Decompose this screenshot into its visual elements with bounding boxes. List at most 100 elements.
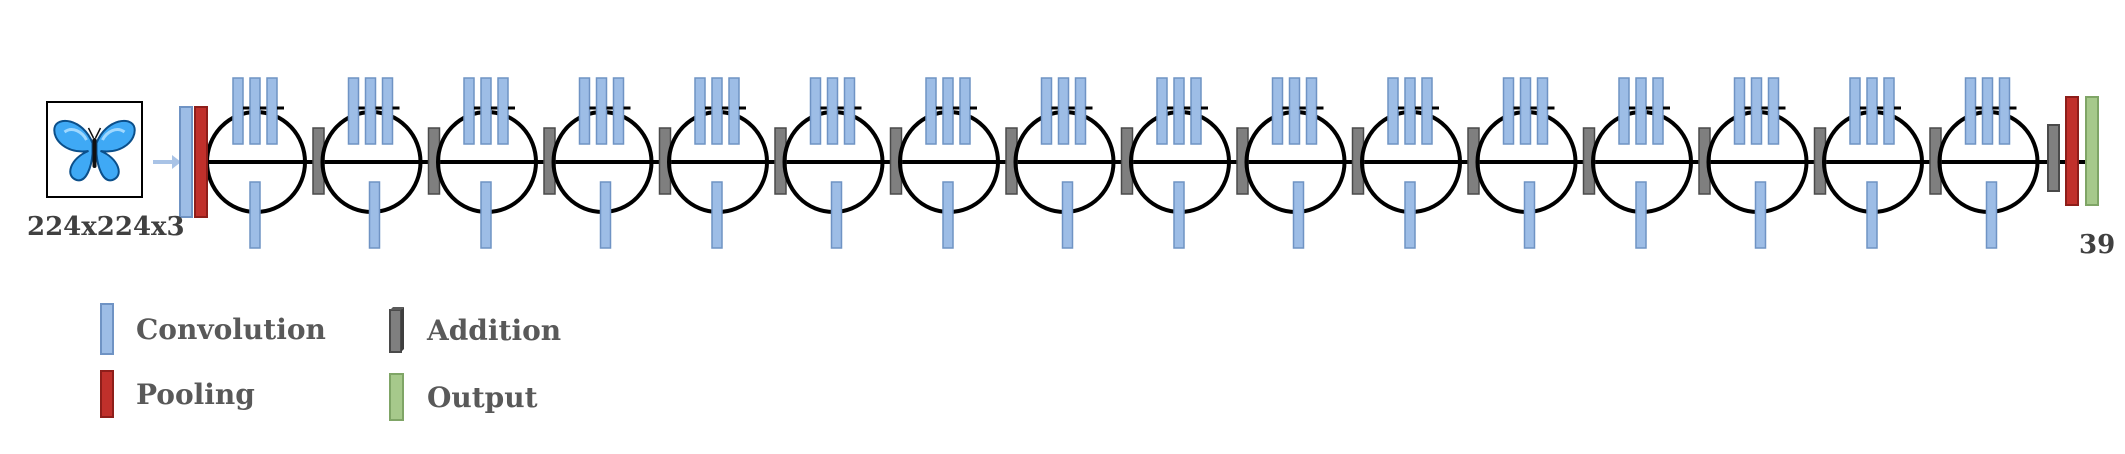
- residual-block: [1129, 77, 1249, 249]
- final-pooling: [2065, 96, 2079, 206]
- top-convolution: [1173, 77, 1185, 145]
- top-convolution: [1421, 77, 1433, 145]
- shortcut-convolution: [711, 181, 723, 249]
- shortcut-convolution: [249, 181, 261, 249]
- input-arrow: [153, 155, 181, 169]
- shortcut-convolution: [1754, 181, 1767, 249]
- top-convolution: [1519, 77, 1532, 145]
- top-convolution: [1618, 77, 1630, 145]
- top-convolution: [232, 77, 244, 145]
- residual-block: [1822, 77, 1942, 249]
- shortcut-convolution: [599, 181, 612, 249]
- top-convolution: [595, 77, 608, 145]
- butterfly-icon: [53, 120, 136, 182]
- shortcut-convolution: [368, 181, 381, 249]
- legend-pooling-label: Pooling: [136, 377, 255, 411]
- top-convolution: [1156, 77, 1168, 145]
- shortcut-convolution: [1866, 181, 1878, 249]
- shortcut-convolution: [1404, 181, 1416, 249]
- top-convolution: [1502, 77, 1515, 145]
- top-convolution: [1767, 77, 1780, 145]
- stem: [179, 106, 208, 218]
- shortcut-convolution: [830, 181, 843, 249]
- top-convolution: [347, 77, 360, 145]
- top-convolution: [1074, 77, 1087, 145]
- top-convolution: [1652, 77, 1664, 145]
- output-size-label: 39: [2079, 230, 2116, 260]
- shortcut-convolution: [1173, 181, 1185, 249]
- top-convolution: [463, 77, 475, 145]
- stem-convolution: [179, 106, 193, 218]
- residual-block: [436, 77, 556, 249]
- residual-block: [1013, 77, 1134, 249]
- residual-block: [782, 77, 903, 249]
- output-layer: [2085, 96, 2099, 206]
- legend-pooling: Pooling: [100, 370, 255, 418]
- residual-block: [1475, 77, 1596, 249]
- shortcut-convolution: [942, 181, 954, 249]
- input-image: [46, 101, 143, 198]
- residual-block: [320, 77, 441, 249]
- input-size-label: 224x224x3: [27, 212, 185, 242]
- top-convolution: [1849, 77, 1861, 145]
- top-convolution: [612, 77, 625, 145]
- top-convolution: [497, 77, 509, 145]
- residual-block: [1706, 77, 1827, 249]
- legend-addition: Addition: [389, 306, 561, 354]
- top-convolution: [1883, 77, 1895, 145]
- shortcut-convolution: [1523, 181, 1536, 249]
- top-convolution: [694, 77, 706, 145]
- shortcut-convolution: [1061, 181, 1074, 249]
- stem-pooling: [194, 106, 208, 218]
- top-convolution: [843, 77, 856, 145]
- shortcut-convolution: [1292, 181, 1305, 249]
- top-convolution: [266, 77, 278, 145]
- legend-output: Output: [389, 373, 538, 421]
- top-convolution: [1536, 77, 1549, 145]
- head: [2047, 96, 2099, 206]
- top-convolution: [249, 77, 261, 145]
- top-convolution: [826, 77, 839, 145]
- shortcut-convolution: [1635, 181, 1647, 249]
- residual-block: [1591, 77, 1711, 249]
- top-convolution: [381, 77, 394, 145]
- convolution-swatch: [100, 303, 114, 355]
- top-convolution: [1635, 77, 1647, 145]
- top-convolution: [1404, 77, 1416, 145]
- addition-swatch: [389, 307, 404, 353]
- residual-block: [1937, 77, 2040, 249]
- legend-addition-label: Addition: [427, 313, 562, 347]
- shortcut-convolution: [480, 181, 492, 249]
- top-convolution: [942, 77, 954, 145]
- top-convolution: [959, 77, 971, 145]
- top-convolution: [1981, 77, 1994, 145]
- shortcut-convolution: [1985, 181, 1998, 249]
- residual-block: [898, 77, 1018, 249]
- residual-block: [667, 77, 787, 249]
- top-convolution: [809, 77, 822, 145]
- top-convolution: [1866, 77, 1878, 145]
- pooling-swatch: [100, 370, 114, 418]
- top-convolution: [1288, 77, 1301, 145]
- top-convolution: [711, 77, 723, 145]
- top-convolution: [1387, 77, 1399, 145]
- top-convolution: [1271, 77, 1284, 145]
- residual-block: [1360, 77, 1480, 249]
- top-convolution: [1190, 77, 1202, 145]
- top-convolution: [1057, 77, 1070, 145]
- top-convolution: [1750, 77, 1763, 145]
- top-convolution: [1305, 77, 1318, 145]
- residual-block: [551, 77, 672, 249]
- top-convolution: [480, 77, 492, 145]
- top-convolution: [1733, 77, 1746, 145]
- legend-output-label: Output: [427, 380, 538, 414]
- output-swatch: [389, 373, 404, 421]
- top-convolution: [1998, 77, 2011, 145]
- final-addition: [2047, 124, 2060, 192]
- top-convolution: [1040, 77, 1053, 145]
- residual-block: [1244, 77, 1365, 249]
- legend-convolution: Convolution: [100, 303, 326, 355]
- residual-blocks: [205, 77, 2040, 249]
- top-convolution: [578, 77, 591, 145]
